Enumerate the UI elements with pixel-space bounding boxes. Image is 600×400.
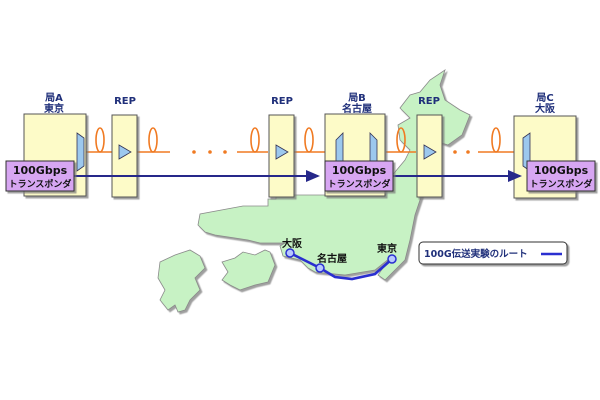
amplifier-icon <box>118 144 132 160</box>
transponder-c: 100Gbps トランスポンダ <box>526 160 596 192</box>
map-city-nagoya: 名古屋 <box>317 252 347 265</box>
transponder-b-rate: 100Gbps <box>332 164 387 177</box>
fiber-coil-icon <box>250 127 260 153</box>
station-a-city: 東京 <box>44 102 64 115</box>
map-kyushu <box>157 249 206 313</box>
station-b-id: 局B <box>347 92 366 104</box>
repeater-1: REP <box>111 96 138 198</box>
map-shikoku <box>221 249 276 291</box>
transponder-a-label: トランスポンダ <box>9 178 72 190</box>
fiber-coil-icon <box>148 127 158 153</box>
fiber-coil-icon <box>491 127 501 153</box>
transponder-a-rate: 100Gbps <box>13 164 68 177</box>
station-b-city: 名古屋 <box>342 102 372 115</box>
fiber-coils <box>95 127 501 153</box>
map-city-tokyo: 東京 <box>377 242 397 255</box>
repeater-3: REP <box>416 96 443 198</box>
repeater-1-label: REP <box>114 96 136 107</box>
transponder-a: 100Gbps トランスポンダ <box>5 160 75 192</box>
amplifier-icon <box>275 144 289 160</box>
route-node-nagoya <box>315 263 325 273</box>
transponder-c-rate: 100Gbps <box>534 164 589 177</box>
japan-map <box>157 69 471 313</box>
transponder-b-label: トランスポンダ <box>328 178 391 190</box>
fiber-coil-icon <box>95 127 105 153</box>
station-c-city: 大阪 <box>535 102 556 115</box>
amplifier-icon <box>423 144 437 160</box>
route-legend: 100G伝送実験のルート <box>418 241 568 265</box>
route-path <box>285 248 397 281</box>
repeater-3-label: REP <box>418 96 440 107</box>
fiber-coil-icon <box>304 127 314 153</box>
fiber-coil-icon <box>396 127 406 153</box>
station-c-id: 局C <box>535 92 553 104</box>
route-node-osaka <box>285 248 295 258</box>
route-node-tokyo <box>387 254 397 264</box>
ellipsis-dots <box>192 150 470 154</box>
transponder-b: 100Gbps トランスポンダ <box>324 160 394 192</box>
repeater-2-label: REP <box>271 96 293 107</box>
mux-icon <box>76 132 85 172</box>
station-a-id: 局A <box>44 92 63 104</box>
transponder-c-label: トランスポンダ <box>530 178 593 190</box>
repeater-2: REP <box>268 96 295 198</box>
map-city-osaka: 大阪 <box>282 237 303 250</box>
legend-text: 100G伝送実験のルート <box>424 248 528 260</box>
